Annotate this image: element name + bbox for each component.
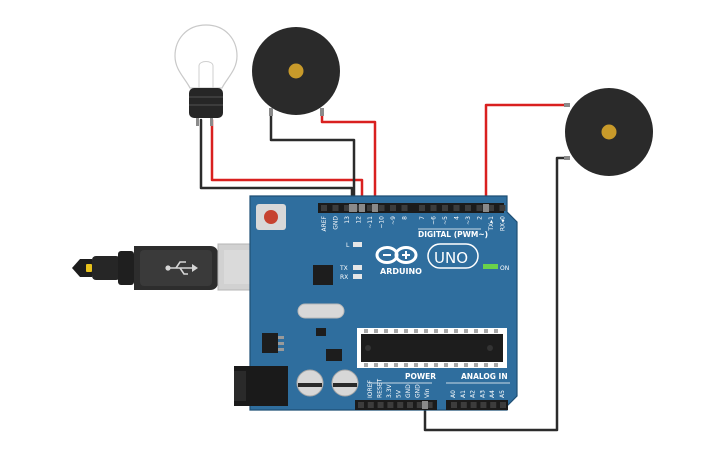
power-pin-hole[interactable] — [416, 402, 423, 408]
digital-pin-hole[interactable] — [476, 205, 483, 211]
power-pin-label: Vin — [424, 388, 431, 398]
digital-pin-hole[interactable] — [499, 205, 506, 211]
analog-pin-hole[interactable] — [460, 402, 467, 408]
power-pin-label: 3.3V — [386, 383, 393, 398]
analog-pin-label: A1 — [460, 390, 467, 398]
digital-pin-label: AREF — [321, 215, 328, 231]
power-pin-hole[interactable] — [367, 402, 374, 408]
led-tx-label: TX — [339, 265, 348, 272]
power-pin-hole[interactable] — [426, 402, 433, 408]
digital-pin-hole[interactable] — [419, 205, 425, 211]
led-rx-label: RX — [340, 274, 348, 281]
digital-pin-hole[interactable] — [488, 205, 494, 211]
power-pin-hole[interactable] — [407, 402, 413, 408]
usb-icon — [168, 261, 192, 275]
digital-pin-hole[interactable] — [401, 205, 408, 211]
digital-pin-hole[interactable] — [332, 205, 339, 211]
power-label: POWER — [405, 372, 436, 381]
usb-chip — [313, 265, 333, 285]
digital-pin-label: RX◂0 — [500, 216, 507, 231]
analog-pin-label: A3 — [479, 390, 486, 398]
digital-pin-hole[interactable] — [367, 205, 373, 211]
bulb-base — [189, 88, 223, 118]
wire-buzzer1-pin12[interactable] — [320, 110, 377, 208]
power-pin-hole[interactable] — [397, 402, 404, 408]
digital-pin-hole[interactable] — [442, 205, 448, 211]
digital-pin-hole[interactable] — [430, 205, 437, 211]
power-pin-label: IOREF — [367, 380, 374, 398]
analog-pin-hole[interactable] — [480, 402, 487, 408]
power-pin-hole[interactable] — [387, 402, 394, 408]
power-pin-label: GND — [405, 384, 412, 398]
digital-pin-hole[interactable] — [465, 205, 471, 211]
analog-pin-hole[interactable] — [451, 402, 457, 408]
digital-pin-labels: AREF GND 13 12 ~11 ~10 ~9 8 7 ~6 ~5 4 ~3 2 TX▸1 RX◂0 — [321, 215, 507, 231]
buzzer-2[interactable] — [564, 88, 653, 176]
digital-label: DIGITAL (PWM~) — [418, 230, 488, 239]
wire-bulb-gnd[interactable] — [199, 118, 354, 208]
wire-buzzer1-gnd[interactable] — [269, 110, 356, 208]
digital-pin-holes — [321, 205, 506, 211]
digital-pin-label: 8 — [402, 216, 409, 220]
buzzer-1[interactable] — [252, 27, 340, 116]
led-l-label: L — [346, 242, 350, 249]
digital-pin-label: ~3 — [465, 216, 472, 225]
digital-pin-hole[interactable] — [378, 205, 385, 211]
digital-pin-label: 4 — [454, 216, 461, 220]
analog-pin-label: A4 — [489, 390, 496, 398]
digital-pin-hole[interactable] — [344, 205, 350, 211]
digital-pin-hole[interactable] — [321, 205, 327, 211]
digital-pin-label: ~5 — [442, 216, 449, 225]
analog-pin-hole[interactable] — [490, 402, 497, 408]
analog-pin-label: A0 — [450, 390, 457, 398]
analog-label: ANALOG IN — [461, 372, 508, 381]
power-pin-hole[interactable] — [377, 402, 384, 408]
arduino-logo — [375, 246, 418, 264]
power-pin-hole[interactable] — [358, 402, 364, 408]
digital-pin-label: 13 — [344, 216, 351, 224]
power-pin-label: RESET — [377, 378, 384, 398]
power-header — [355, 400, 437, 410]
digital-pin-hole[interactable] — [453, 205, 460, 211]
analog-pin-hole[interactable] — [500, 402, 506, 408]
wire-bulb-pin13[interactable] — [210, 118, 364, 208]
digital-pin-hole[interactable] — [390, 205, 396, 211]
analog-pin-label: A5 — [499, 390, 506, 398]
digital-pin-label: ~10 — [379, 216, 386, 229]
digital-pin-label: 2 — [477, 216, 484, 220]
digital-pin-label: ~6 — [431, 216, 438, 225]
analog-header — [446, 400, 508, 410]
lightbulb-icon — [174, 24, 238, 89]
light-bulb[interactable] — [174, 24, 238, 126]
digital-pin-label: TX▸1 — [488, 216, 495, 232]
digital-pin-label: ~9 — [390, 216, 397, 225]
digital-header — [318, 203, 504, 213]
microcontroller-chip — [357, 328, 507, 368]
analog-pin-hole[interactable] — [470, 402, 477, 408]
wire-buzzer2-pin3[interactable] — [484, 103, 569, 208]
voltage-regulator — [262, 333, 278, 353]
digital-pin-hole[interactable] — [355, 205, 362, 211]
digital-pin-label: 12 — [356, 216, 363, 224]
digital-pin-label: ~11 — [367, 216, 374, 229]
model-label: UNO — [434, 249, 468, 267]
power-pin-label: 5V — [396, 389, 403, 398]
wire-buzzer2-gnd[interactable] — [423, 156, 569, 432]
power-pin-label: GND — [415, 384, 422, 398]
crystal — [297, 303, 345, 319]
on-label: ON — [500, 265, 509, 272]
digital-pin-label: 7 — [419, 216, 426, 220]
digital-pin-label: GND — [333, 216, 340, 230]
analog-pin-label: A2 — [470, 390, 477, 398]
brand-label: ARDUINO — [380, 267, 422, 276]
arduino-board[interactable]: AREF GND 13 12 ~11 ~10 ~9 8 7 ~6 ~5 4 ~3 2 TX▸1 RX◂0 DI… — [234, 195, 518, 411]
